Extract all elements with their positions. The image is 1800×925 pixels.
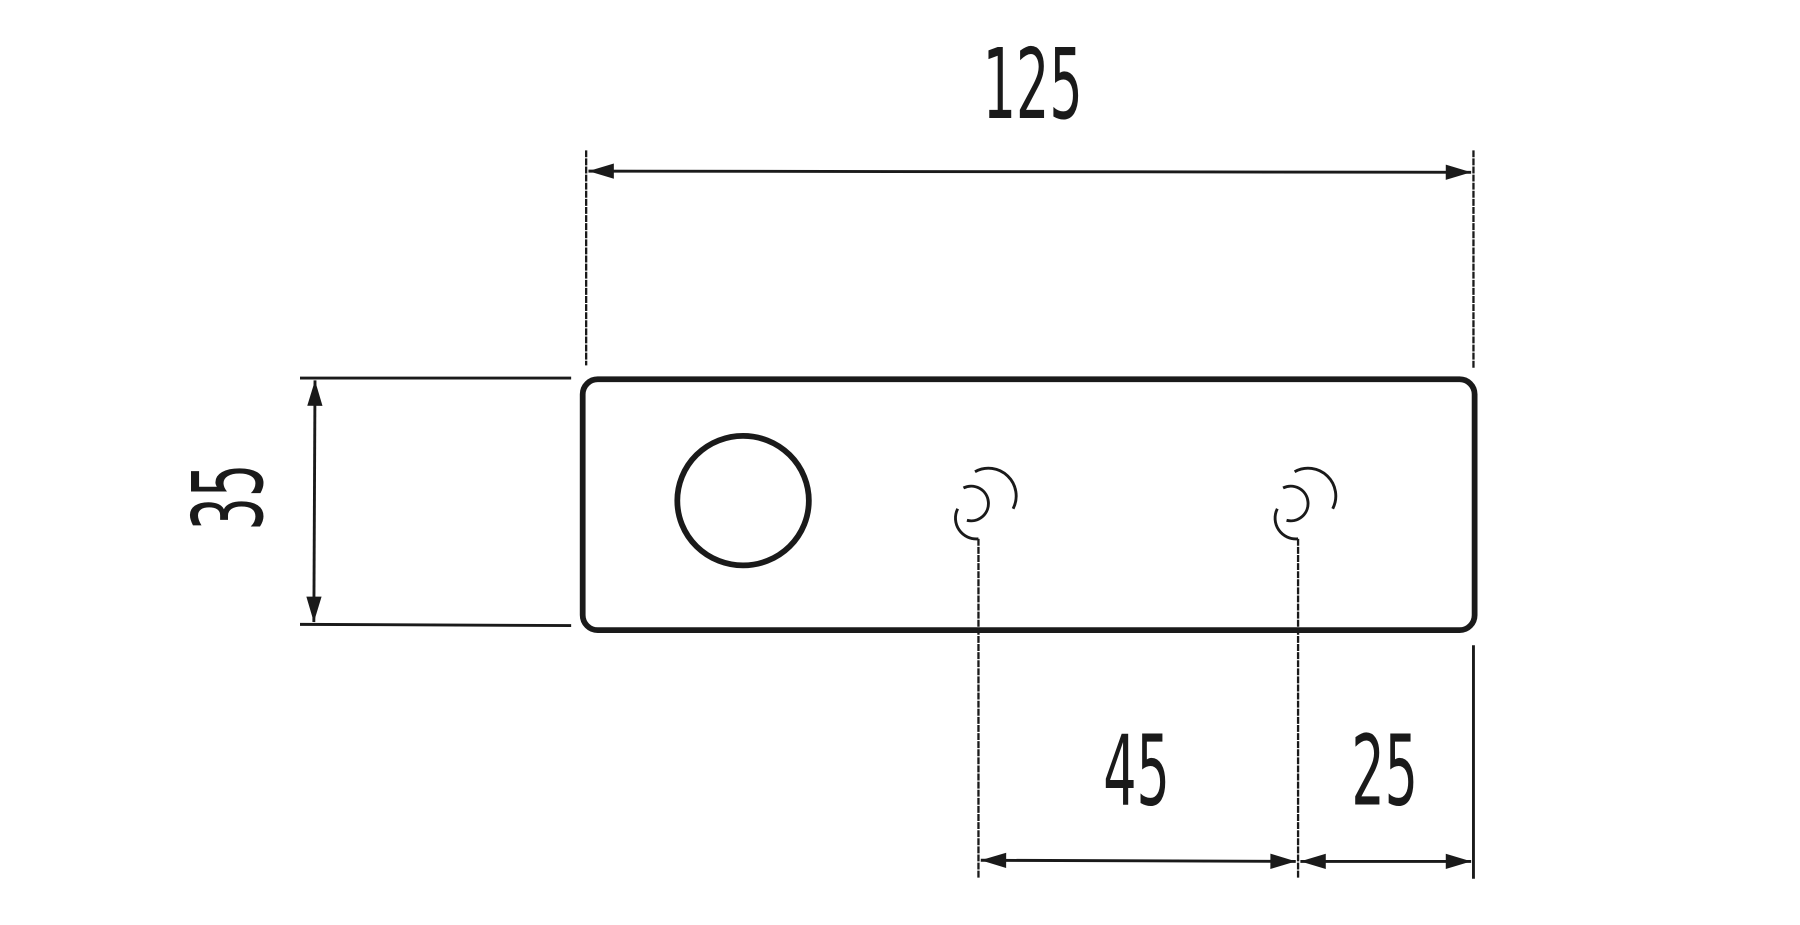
dimension-label-125: 125 bbox=[983, 28, 1083, 141]
small-hole-1 bbox=[954, 466, 1018, 541]
dimension-height bbox=[299, 376, 572, 627]
dimension-overall-length bbox=[585, 150, 1475, 368]
dimension-label-35: 35 bbox=[172, 464, 285, 531]
dimension-label-25: 25 bbox=[1351, 715, 1418, 828]
dimension-label-45: 45 bbox=[1103, 715, 1170, 828]
dimension-hole-spacing bbox=[977, 538, 1475, 879]
small-hole-2 bbox=[1273, 466, 1338, 541]
plate-outline bbox=[579, 376, 1478, 634]
large-hole bbox=[674, 433, 812, 569]
